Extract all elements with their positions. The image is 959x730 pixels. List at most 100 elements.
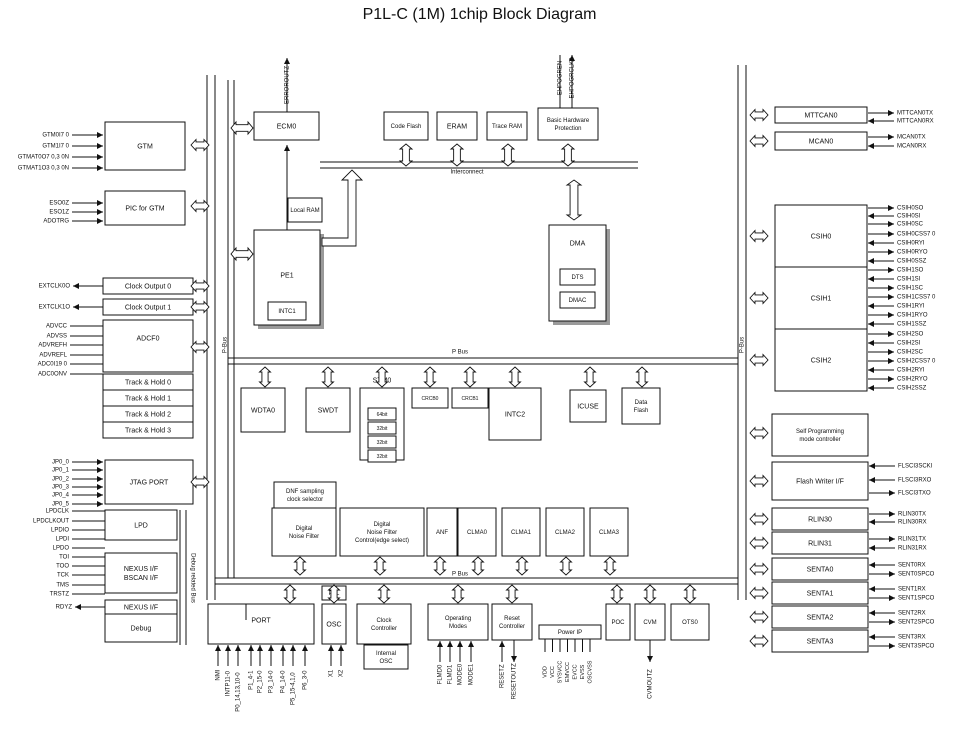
signal-extclk0o: EXTCLK0O [39,284,71,290]
block-label-senta1: SENTA1 [807,590,834,597]
signal-flsci3txo: FLSCI3TXO [898,491,931,497]
block-mttcan0: MTTCAN0 [774,106,868,124]
block-th0: Track & Hold 0 [102,373,194,391]
block-frame [436,111,478,141]
block-frame [501,507,541,557]
block-label-csih2: CSIH2 [811,357,832,364]
bus-arrow [749,512,769,526]
block-label-trace_ram: Trace RAM [492,124,522,130]
block-frame [774,266,868,330]
block-frame [104,459,194,505]
signal-gtm1i7-0: GTM1I7 0 [42,144,69,150]
block-intc1: INTC1 [267,301,307,321]
signal-advcc: ADVCC [46,324,68,330]
block-frame [488,387,542,441]
signal-adotrg: ADOTRG [43,219,69,225]
block-label-mcan0: MCAN0 [809,138,834,145]
bus-arrow [643,584,657,604]
signal-csih1sc: CSIH1SC [897,286,924,292]
bus-arrow [749,474,769,488]
block-label-rlin30: RLIN30 [808,516,832,523]
block-label-adcf0: ADCF0 [137,335,160,342]
block-frame [104,552,178,594]
signal-mcan0tx: MCAN0TX [897,135,926,141]
signal-csih2ssz: CSIH2SSZ [897,386,927,392]
block-label-csih1: CSIH1 [811,295,832,302]
bus-arrow [230,120,254,136]
bus-arrow [375,366,389,388]
bus-arrow [749,426,769,440]
signal-cvmoutz: CVMOUTZ [648,669,654,699]
block-clma0: CLMA0 [457,507,497,557]
block-rlin30: RLIN30 [771,507,869,531]
bus-arrow [505,584,519,604]
block-label-eram: ERAM [447,123,467,130]
block-frame [305,387,351,433]
block-label-bit32b: 32bit [377,440,388,446]
block-label-mttcan0: MTTCAN0 [804,112,837,119]
signal-extclk1o: EXTCLK1O [39,305,71,311]
block-senta1: SENTA1 [771,581,869,605]
block-frame [774,106,868,124]
signal-csih2css7-0: CSIH2CSS7 0 [897,359,936,365]
block-icuse: ICUSE [569,389,607,423]
signal-ehpogren: EHPOGREN [558,61,564,95]
bus-arrow [500,143,516,167]
block-osc: OSC [321,603,347,645]
signal-adc0onv: ADC0ONV [38,372,67,378]
bus-arrow [190,340,210,354]
block-dts: DTS [559,268,596,286]
block-label-anf: ANF [436,530,448,536]
block-label-clma3: CLMA3 [599,530,620,536]
signal-csih1ryi: CSIH1RYI [897,304,925,310]
block-label-poc: POC [611,620,625,626]
bus-arrow [583,366,597,388]
block-label-senta3: SENTA3 [807,638,834,645]
block-label-pic: PIC for GTM [125,205,164,212]
block-frame [104,190,186,226]
block-anf: ANF [426,507,458,557]
signal-csih0so: CSIH0SO [897,206,924,212]
signal-vcc: VCC [550,666,556,678]
bus-arrow [610,584,624,604]
bus-arrow [749,291,769,305]
block-bit32a: 32bit [367,421,397,435]
block-frame [363,644,409,670]
signal-csih0sc: CSIH0SC [897,222,924,228]
block-frame [491,603,533,641]
block-senta3: SENTA3 [771,629,869,653]
bus-arrow [749,586,769,600]
signal-jp0-1: JP0_1 [52,468,70,474]
block-frame [774,131,868,151]
block-frame [771,507,869,531]
block-frame [271,507,337,557]
signal-sent0spco: SENT0SPCO [898,572,935,578]
block-label-gtm: GTM [137,143,153,150]
block-frame [104,509,178,541]
signal-rlin31rx: RLIN31RX [898,546,927,552]
signal-lpdi: LPDI [56,537,70,543]
signal-eso0z: ESO0Z [49,201,69,207]
block-frame [538,624,602,640]
bus-arrow [471,556,485,576]
bus-arrow [377,584,391,604]
interconnect-label: Interconnect [450,170,483,176]
bus-arrow [560,143,576,167]
signal-too: TOO [56,564,69,570]
signal-vdd: VDD [542,666,548,678]
signal-eso1z: ESO1Z [49,210,69,216]
block-nexus2: NEXUS I/F [104,599,178,615]
block-label-crcb0: CRCB0 [422,396,439,402]
block-frame [634,603,666,641]
block-clma3: CLMA3 [589,507,629,557]
signal-toi: TOI [59,555,69,561]
signal-csih1si: CSIH1SI [897,277,921,283]
block-code_flash: Code Flash [383,111,429,141]
signal-csih0ryo: CSIH0RYO [897,250,928,256]
bus-arrow [449,143,465,167]
bus-arrow [515,556,529,576]
